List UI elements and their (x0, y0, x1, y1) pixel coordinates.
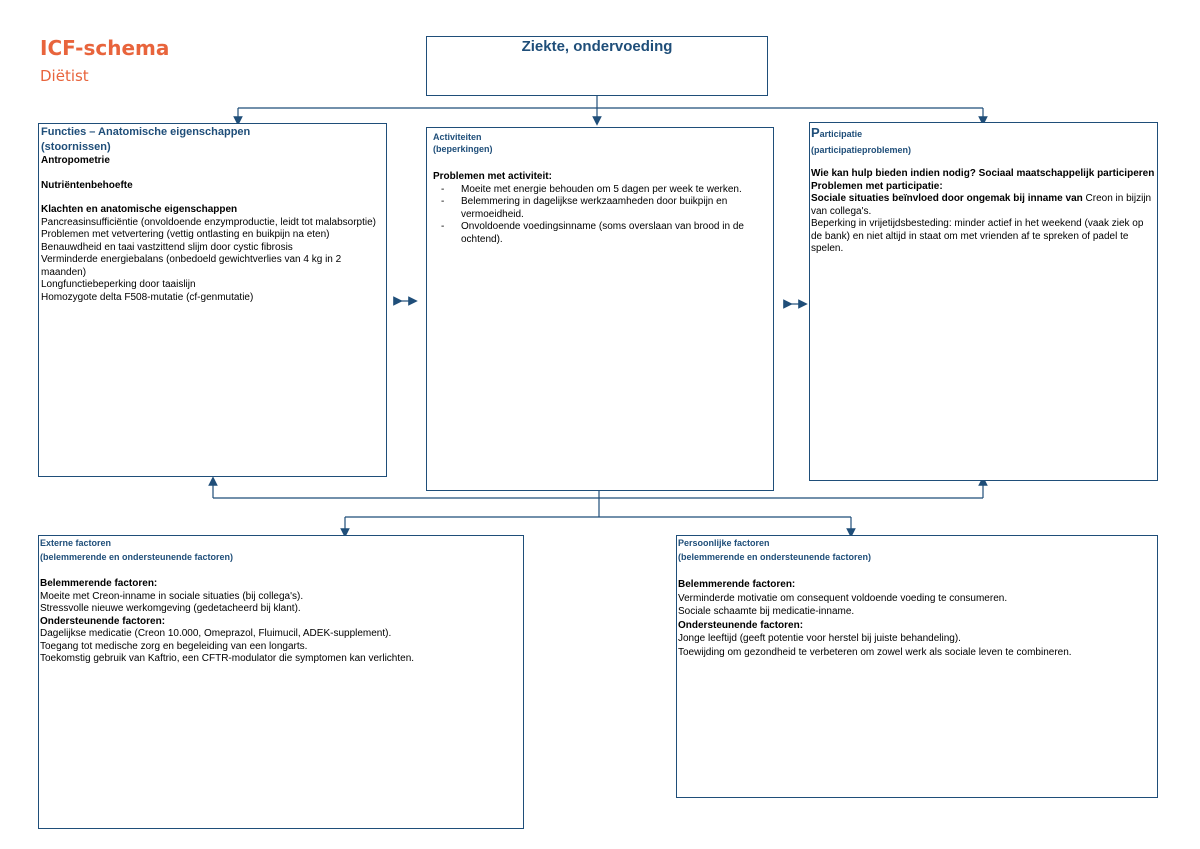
activiteiten-subtitle: (beperkingen) (433, 144, 493, 154)
externe-belemmerend-heading: Belemmerende factoren: (40, 578, 158, 589)
participatie-title-rest: articipatie (819, 129, 863, 139)
page-title: ICF-schema (40, 36, 170, 60)
persoonlijke-item: Verminderde motivatie om consequent vold… (678, 592, 1008, 604)
functies-item: Homozygote delta F508-mutatie (cf-genmut… (41, 291, 254, 303)
persoonlijke-belemmerend-heading: Belemmerende factoren: (678, 579, 796, 590)
participatie-title: Participatie (811, 125, 1156, 142)
list-item: Onvoldoende voedingsinname (soms oversla… (441, 221, 767, 246)
box-ziekte: Ziekte, ondervoeding (426, 36, 768, 96)
participatie-problems-heading: Problemen met participatie: (811, 180, 943, 192)
participatie-item1-rest: Creon in bijzijn van collega's. (811, 193, 1152, 217)
participatie-item: Beperking in vrijetijdsbesteding: minder… (811, 218, 1144, 254)
box-participatie: Participatie (participatieproblemen) Wie… (809, 122, 1158, 481)
functies-title: Functies – Anatomische eigenschappen (41, 126, 251, 138)
box-activiteiten: Activiteiten (beperkingen) Problemen met… (426, 127, 774, 491)
box-functies: Functies – Anatomische eigenschappen (st… (38, 123, 387, 477)
persoonlijke-item: Sociale schaamte bij medicatie-inname. (678, 606, 855, 617)
persoonlijke-subtitle: (belemmerende en ondersteunende factoren… (678, 552, 872, 562)
externe-item: Stressvolle nieuwe werkomgeving (gedetac… (40, 603, 301, 614)
functies-item: Benauwdheid en taai vastzittend slijm do… (41, 241, 293, 253)
participatie-item: Sociale situaties beïnvloed door ongemak… (811, 193, 1156, 218)
persoonlijke-ondersteunend-heading: Ondersteunende factoren: (678, 619, 804, 631)
functies-item: Pancreasinsufficiëntie (onvoldoende enzy… (41, 216, 377, 228)
externe-item: Dagelijkse medicatie (Creon 10.000, Omep… (40, 628, 392, 639)
participatie-title-initial: P (811, 125, 820, 140)
ziekte-title: Ziekte, ondervoeding (521, 38, 673, 55)
participatie-item1-bold: Sociale situaties beïnvloed door ongemak… (811, 193, 1083, 204)
functies-nutrienten: Nutriëntenbehoefte (41, 179, 133, 191)
participatie-subtitle: (participatieproblemen) (811, 145, 912, 155)
functies-subtitle: (stoornissen) (41, 141, 111, 153)
participatie-question: Wie kan hulp bieden indien nodig? Sociaa… (811, 168, 1155, 179)
externe-item: Moeite met Creon-inname in sociale situa… (40, 590, 304, 602)
functies-item: Problemen met vetvertering (vettig ontla… (41, 229, 330, 240)
functies-klachten-heading: Klachten en anatomische eigenschappen (41, 204, 238, 215)
externe-title: Externe factoren (40, 538, 112, 548)
activiteiten-problems-heading: Problemen met activiteit: (433, 171, 552, 182)
functies-antropometrie: Antropometrie (41, 155, 110, 166)
functies-item: Longfunctiebeperking door taaislijn (41, 279, 196, 290)
externe-subtitle: (belemmerende en ondersteunende factoren… (40, 552, 234, 562)
persoonlijke-item: Toewijding om gezondheid te verbeteren o… (678, 646, 1072, 658)
externe-item: Toegang tot medische zorg en begeleiding… (40, 640, 308, 652)
list-item: Belemmering in dagelijkse werkzaamheden … (441, 196, 767, 221)
box-persoonlijke-factoren: Persoonlijke factoren (belemmerende en o… (676, 535, 1158, 798)
page-subtitle: Diëtist (40, 67, 89, 85)
activiteiten-list: Moeite met energie behouden om 5 dagen p… (433, 184, 767, 247)
externe-ondersteunend-heading: Ondersteunende factoren: (40, 615, 166, 627)
externe-item: Toekomstig gebruik van Kaftrio, een CFTR… (40, 653, 415, 664)
list-item: Moeite met energie behouden om 5 dagen p… (441, 184, 767, 197)
functies-item: Verminderde energiebalans (onbedoeld gew… (41, 254, 342, 278)
persoonlijke-title: Persoonlijke factoren (678, 538, 770, 548)
persoonlijke-item: Jonge leeftijd (geeft potentie voor hers… (678, 633, 961, 644)
activiteiten-title: Activiteiten (433, 132, 482, 142)
box-externe-factoren: Externe factoren (belemmerende en onders… (38, 535, 524, 829)
